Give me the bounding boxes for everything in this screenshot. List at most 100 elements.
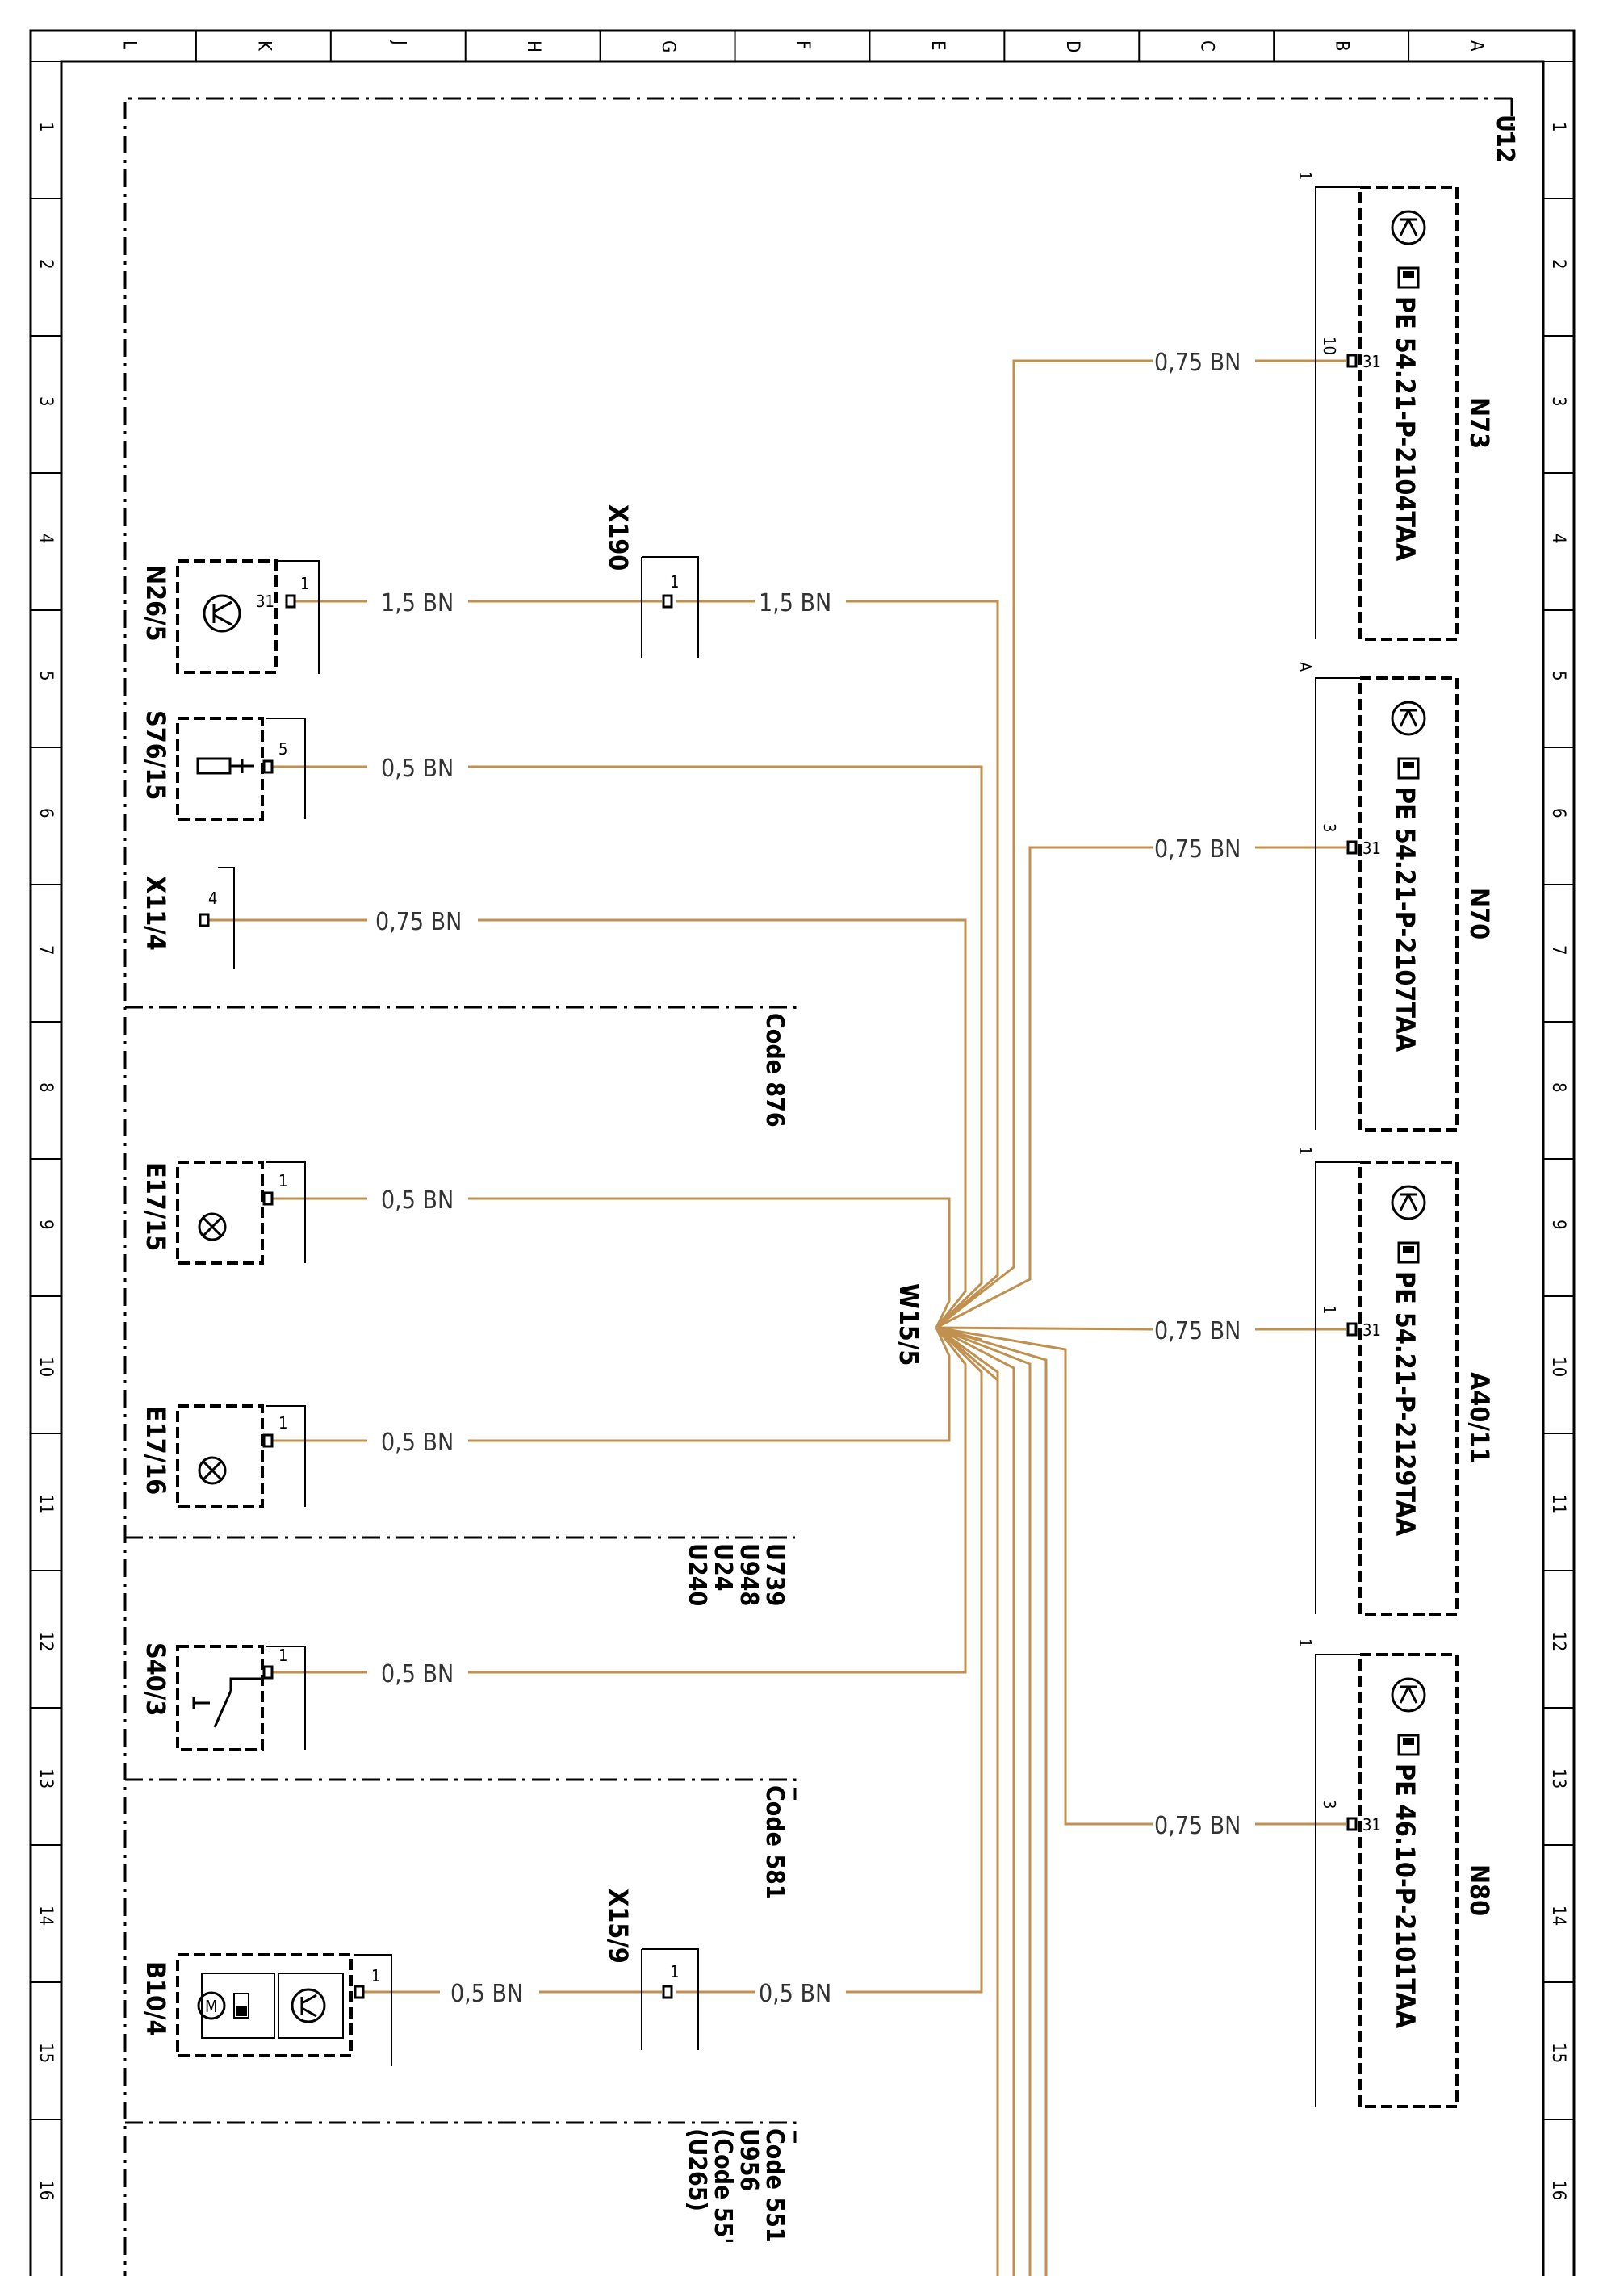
module-reference: PE 54.21-P-2107TAA: [1390, 787, 1421, 1052]
module-pin-number: 3: [1320, 823, 1339, 832]
module-reference: PE 54.21-P-2104TAA: [1390, 296, 1421, 562]
wire-x190-out: [676, 600, 999, 1329]
module-pin-number: 10: [1320, 337, 1339, 355]
wire-label-x15-9: 0,5 BN: [759, 1980, 831, 2008]
module-id: N73: [1464, 397, 1495, 449]
grid-letter: L: [119, 40, 139, 49]
module-connector: A: [1295, 662, 1315, 672]
reference-icon: [1397, 757, 1420, 780]
u265-label: (U265): [683, 2128, 711, 2211]
component-s40-3: 1 S40/3: [140, 1642, 306, 1751]
bundle-down: [935, 1326, 1048, 2276]
grid-number: 15: [1548, 2043, 1568, 2063]
module-pin: 31: [1362, 352, 1381, 371]
x190-label: X190: [603, 504, 634, 571]
grid-number: 11: [1548, 1494, 1568, 1514]
grid-number: 9: [1548, 1220, 1568, 1230]
wire-s40-3: [273, 1327, 967, 1674]
module-reference: PE 46.10-P-2101TAA: [1390, 1763, 1421, 2029]
connector-x190: 1 X190: [603, 504, 699, 658]
grid-number: 16: [36, 2180, 56, 2200]
wire-label-x11-4: 0,75 BN: [375, 908, 462, 936]
transistor-icon: [1391, 701, 1426, 736]
code551-section-top: [125, 2121, 797, 2143]
wire-label-n26-5: 1,5 BN: [381, 589, 454, 617]
x11-4-label: X11/4: [140, 876, 171, 951]
grid-number: 5: [1548, 671, 1568, 681]
wire-label-n70: 0,75 BN: [1154, 835, 1241, 864]
u948-label: U948: [735, 1543, 763, 1606]
wire-n70: [935, 846, 1346, 1329]
grid-number: 14: [36, 1906, 56, 1926]
connector-x15-9: 1 X15/9: [603, 1889, 699, 2050]
led-icon: [196, 757, 232, 775]
grid-number: 6: [36, 808, 56, 818]
grid-number: 16: [1548, 2180, 1568, 2200]
transistor-icon: [1391, 1677, 1426, 1713]
transistor-icon: [203, 594, 241, 633]
grid-number: 7: [36, 945, 56, 956]
s76-15-pin: 5: [278, 739, 287, 759]
module-pin: 31: [1362, 839, 1381, 858]
component-s76-15: 5 S76/15: [140, 710, 306, 821]
grid-number: 3: [1548, 396, 1568, 407]
component-b10-4: M 1 B10/4: [140, 1953, 392, 2066]
module-n73: PE 54.21-P-2104TAA N73 31 10 1: [1295, 171, 1495, 641]
module-pin: 31: [1362, 1815, 1381, 1835]
wire-label-e17-15: 0,5 BN: [381, 1186, 454, 1215]
motor-icon: [197, 1991, 226, 2020]
grid-number: 4: [36, 533, 56, 544]
connector-x11-4: 4 X11/4: [140, 867, 235, 969]
transistor-icon: [1391, 210, 1426, 245]
lamp-icon: [198, 1456, 227, 1485]
reference-icon: [1397, 266, 1420, 289]
grid-number: 6: [1548, 808, 1568, 818]
x190-pin: 1: [670, 572, 679, 592]
module-pin-number: 1: [1320, 1305, 1339, 1314]
wire-x15-9-out: [676, 1326, 983, 1994]
transistor-icon: [1391, 1185, 1426, 1220]
code-551-label: Code 551: [760, 2128, 789, 2243]
module-connector: 1: [1295, 171, 1315, 180]
b10-4-pin: 1: [371, 1966, 380, 1985]
s40-3-pin: 1: [278, 1646, 287, 1665]
grid-number: 2: [1548, 259, 1568, 270]
grid-letter: C: [1197, 40, 1217, 52]
wire-n73: [935, 359, 1346, 1329]
n26-5-label: N26/5: [140, 565, 171, 642]
grid-number: 14: [1548, 1906, 1568, 1926]
wire-label-s40-3: 0,5 BN: [381, 1660, 454, 1688]
grid-number: 9: [36, 1220, 56, 1230]
module-reference: PE 54.21-P-2129TAA: [1390, 1271, 1421, 1537]
module-connector: 1: [1295, 1638, 1315, 1647]
n26-5-pin: 31: [256, 592, 274, 611]
e17-15-pin: 1: [278, 1171, 287, 1190]
module-pin: 31: [1362, 1320, 1381, 1340]
wire-labels: 1,5 BN 1,5 BN 0,5 BN 0,75 BN 0,5 BN 0,5 …: [375, 349, 1241, 2008]
component-n26-5: 31 1 N26/5: [140, 559, 320, 674]
grid-letter: B: [1332, 40, 1352, 52]
u240-label: U240: [683, 1543, 711, 1606]
u739-label: U739: [760, 1543, 789, 1606]
wire-e17-15: [273, 1197, 951, 1328]
x11-4-pin: 4: [208, 889, 217, 908]
grid-number: 10: [1548, 1357, 1568, 1377]
reference-icon: [1397, 1734, 1420, 1756]
grid-number: 1: [36, 122, 56, 132]
grid-number: 15: [36, 2043, 56, 2063]
grid-number: 5: [36, 671, 56, 681]
outer-frame: [29, 29, 1576, 2276]
grid-number: 11: [36, 1494, 56, 1514]
switch-icon: [192, 1677, 262, 1728]
grid-letter: E: [927, 40, 948, 51]
wire-label-n73: 0,75 BN: [1154, 349, 1241, 377]
component-e17-15: 1 E17/15: [140, 1161, 306, 1265]
wire-a40-11: [935, 1326, 1346, 1331]
grid-number: 1: [1548, 122, 1568, 132]
module-id: N80: [1464, 1864, 1495, 1916]
